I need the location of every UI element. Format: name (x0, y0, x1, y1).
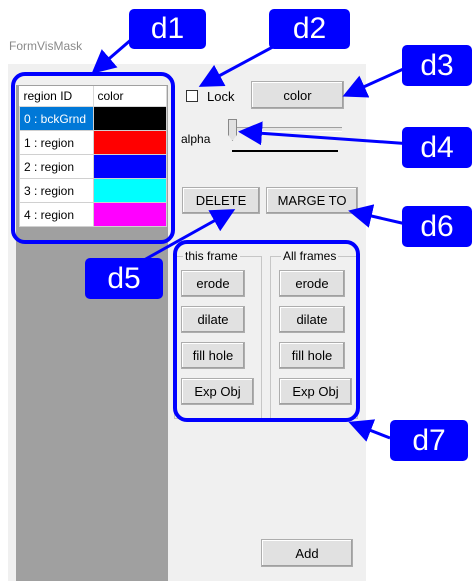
annotation-box-d1 (11, 72, 175, 244)
region-id-cell[interactable]: 3 : region (19, 178, 94, 203)
arrow-d7 (348, 419, 391, 442)
annotation-label-d1: d1 (129, 9, 206, 49)
alpha-slider-track[interactable] (232, 127, 342, 132)
region-id-cell[interactable]: 2 : region (19, 154, 94, 179)
arrow-d2 (198, 40, 283, 87)
all-frames-dilate-button[interactable]: dilate (279, 306, 345, 333)
this-frame-exp-obj-button[interactable]: Exp Obj (181, 378, 254, 405)
alpha-label: alpha (181, 132, 211, 146)
lock-label[interactable]: Lock (207, 89, 235, 104)
this-frame-dilate-button[interactable]: dilate (181, 306, 245, 333)
this-frame-title: this frame (183, 249, 240, 263)
region-row[interactable]: 4 : region (19, 202, 167, 227)
region-row[interactable]: 0 : bckGrnd (19, 106, 167, 131)
annotation-label-d2: d2 (269, 9, 350, 49)
this-frame-erode-button[interactable]: erode (181, 270, 245, 297)
column-header-color[interactable]: color (93, 86, 167, 107)
region-color-swatch[interactable] (92, 202, 167, 227)
arrow-d5 (143, 209, 236, 262)
alpha-slider-baseline (232, 150, 338, 152)
region-color-swatch[interactable] (92, 130, 167, 155)
annotation-label-d6: d6 (402, 206, 472, 247)
add-button[interactable]: Add (261, 539, 353, 567)
arrow-d6 (348, 204, 407, 228)
annotation-label-d5: d5 (85, 258, 163, 299)
lock-checkbox[interactable] (186, 90, 198, 102)
all-frames-fill-hole-button[interactable]: fill hole (279, 342, 345, 369)
region-id-cell[interactable]: 0 : bckGrnd (19, 106, 94, 131)
region-row[interactable]: 1 : region (19, 130, 167, 155)
annotation-box-d7 (173, 240, 360, 422)
region-row[interactable]: 2 : region (19, 154, 167, 179)
annotation-label-d4: d4 (402, 127, 472, 168)
this-frame-fill-hole-button[interactable]: fill hole (181, 342, 245, 369)
annotation-label-d7: d7 (390, 420, 468, 461)
annotation-label-d3: d3 (402, 45, 472, 86)
region-color-swatch[interactable] (92, 154, 167, 179)
region-row[interactable]: 3 : region (19, 178, 167, 203)
arrow-d4 (238, 121, 413, 146)
all-frames-title: All frames (281, 249, 339, 263)
region-color-swatch[interactable] (92, 106, 167, 131)
arrow-d3 (342, 64, 411, 98)
window-title: FormVisMask (9, 39, 83, 53)
all-frames-erode-button[interactable]: erode (279, 270, 345, 297)
region-color-swatch[interactable] (92, 178, 167, 203)
region-id-cell[interactable]: 4 : region (19, 202, 94, 227)
all-frames-exp-obj-button[interactable]: Exp Obj (279, 378, 352, 405)
alpha-slider-thumb[interactable] (228, 119, 237, 141)
marge-to-button[interactable]: MARGE TO (266, 187, 358, 214)
color-button[interactable]: color (251, 81, 344, 109)
